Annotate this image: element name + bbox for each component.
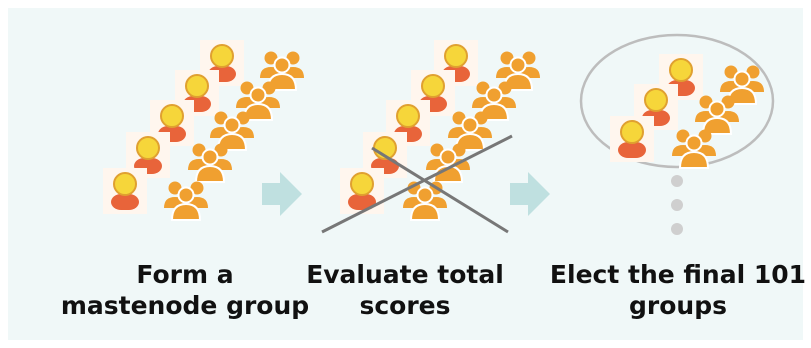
person-icon (339, 167, 385, 215)
step-1-caption: Form a mastenode group (60, 260, 310, 320)
arrow-right-icon (510, 172, 550, 216)
arrow-right-icon (262, 172, 302, 216)
group-icon (694, 94, 740, 135)
person-icon (609, 115, 655, 163)
ellipsis-dots (671, 175, 683, 235)
group-icon (447, 110, 493, 151)
selection-ellipse (579, 33, 775, 169)
group-icon (163, 180, 209, 221)
step-3-caption: Elect the final 101 groups (549, 260, 807, 320)
cross-out-mark (321, 134, 513, 234)
person-icon (102, 167, 148, 215)
step-2-caption: Evaluate total scores (306, 260, 504, 320)
group-icon (187, 142, 233, 183)
group-icon (209, 110, 255, 151)
